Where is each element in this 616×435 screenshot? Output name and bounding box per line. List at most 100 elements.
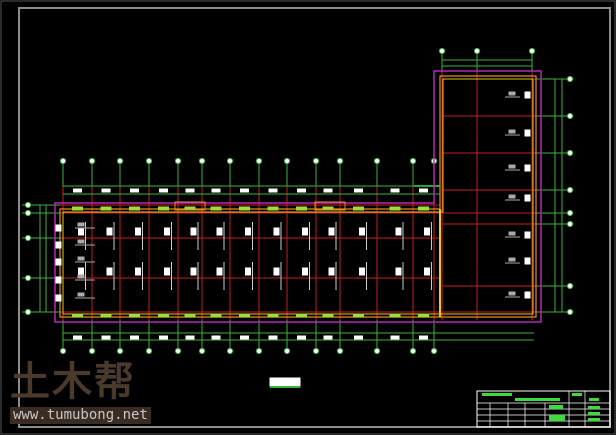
dimension-text bbox=[268, 335, 278, 340]
door-tag bbox=[524, 164, 531, 172]
room-tag bbox=[78, 227, 84, 236]
label-text bbox=[508, 291, 516, 296]
window-marker bbox=[129, 206, 140, 211]
stair-opening bbox=[314, 201, 346, 211]
stair-opening bbox=[174, 201, 206, 211]
axis-bubble bbox=[283, 157, 291, 165]
door-tag bbox=[55, 258, 62, 266]
dimension-text bbox=[268, 188, 278, 193]
dimension-text bbox=[159, 188, 168, 193]
window-marker bbox=[100, 313, 112, 318]
axis-bubble bbox=[566, 186, 574, 194]
title-block-text bbox=[515, 398, 560, 401]
dimension-text bbox=[130, 335, 139, 340]
room-tag bbox=[245, 227, 251, 236]
window-marker bbox=[296, 313, 307, 318]
room-tag bbox=[395, 267, 402, 276]
title-block-text bbox=[588, 418, 600, 421]
door-tag bbox=[524, 231, 531, 239]
axis-bubble bbox=[566, 308, 574, 316]
window-marker bbox=[418, 206, 429, 211]
axis-bubble bbox=[24, 201, 32, 209]
dimension-text bbox=[73, 188, 82, 193]
dimension-text bbox=[211, 335, 221, 340]
drawing-caption bbox=[269, 377, 301, 387]
axis-bubble bbox=[24, 308, 32, 316]
window-marker bbox=[100, 206, 112, 211]
axis-bubble bbox=[198, 157, 206, 165]
axis-bubble bbox=[59, 347, 67, 355]
title-block-text bbox=[482, 393, 512, 396]
door-tag bbox=[55, 241, 62, 249]
window-marker bbox=[389, 313, 401, 318]
window-marker bbox=[389, 206, 401, 211]
window-marker bbox=[72, 313, 83, 318]
window-marker bbox=[418, 313, 429, 318]
window-marker bbox=[184, 313, 196, 318]
window-marker bbox=[158, 206, 169, 211]
room-tag bbox=[106, 267, 113, 276]
axis-bubble bbox=[24, 234, 32, 242]
axis-bubble bbox=[473, 47, 481, 55]
axis-bubble bbox=[255, 157, 263, 165]
door-tag bbox=[524, 194, 531, 202]
room-tag bbox=[106, 227, 113, 236]
axis-bubble bbox=[438, 47, 446, 55]
room-tag bbox=[424, 227, 430, 236]
axis-bubble bbox=[336, 157, 344, 165]
window-marker bbox=[239, 206, 250, 211]
dimension-text bbox=[323, 335, 333, 340]
watermark-url: www.tumubong.net bbox=[10, 407, 151, 424]
axis-bubble bbox=[198, 347, 206, 355]
axis-bubble bbox=[88, 347, 96, 355]
axis-bubble bbox=[226, 347, 234, 355]
dimension-text bbox=[390, 335, 400, 340]
dimension-text bbox=[354, 335, 363, 340]
door-tag bbox=[524, 257, 531, 265]
door-tag bbox=[55, 276, 62, 284]
room-tag bbox=[135, 227, 141, 236]
drawing-border bbox=[18, 7, 611, 428]
axis-bubble bbox=[24, 209, 32, 217]
window-marker bbox=[267, 206, 279, 211]
axis-bubble bbox=[373, 347, 381, 355]
dimension-text bbox=[354, 188, 363, 193]
dimension-text bbox=[101, 188, 111, 193]
label-text bbox=[77, 222, 85, 227]
window-marker bbox=[158, 313, 169, 318]
title-block-text bbox=[588, 406, 600, 409]
door-tag bbox=[55, 224, 62, 232]
axis-bubble bbox=[566, 282, 574, 290]
axis-bubble bbox=[88, 157, 96, 165]
axis-bubble bbox=[116, 157, 124, 165]
window-marker bbox=[353, 206, 364, 211]
axis-bubble bbox=[430, 347, 438, 355]
dimension-text bbox=[185, 335, 195, 340]
dimension-text bbox=[73, 335, 82, 340]
title-block bbox=[477, 391, 610, 427]
dimension-text bbox=[419, 188, 428, 193]
axis-bubble bbox=[566, 220, 574, 228]
window-marker bbox=[353, 313, 364, 318]
label-text bbox=[508, 129, 516, 134]
window-marker bbox=[210, 313, 222, 318]
axis-bubble bbox=[59, 157, 67, 165]
room-tag bbox=[302, 267, 308, 276]
axis-bubble bbox=[409, 347, 417, 355]
axis-bubble bbox=[312, 347, 320, 355]
axis-bubble bbox=[336, 347, 344, 355]
axis-bubble bbox=[566, 75, 574, 83]
wall-inner-face bbox=[62, 78, 534, 315]
room-tag bbox=[245, 267, 251, 276]
axis-bubble bbox=[145, 157, 153, 165]
axis-bubble bbox=[528, 47, 536, 55]
room-tag bbox=[273, 227, 280, 236]
label-text bbox=[77, 239, 85, 244]
room-tag bbox=[328, 227, 335, 236]
wall-outline bbox=[54, 70, 542, 323]
window-marker bbox=[210, 206, 222, 211]
axis-bubble bbox=[312, 157, 320, 165]
axis-bubble bbox=[566, 209, 574, 217]
room-tag bbox=[216, 267, 223, 276]
